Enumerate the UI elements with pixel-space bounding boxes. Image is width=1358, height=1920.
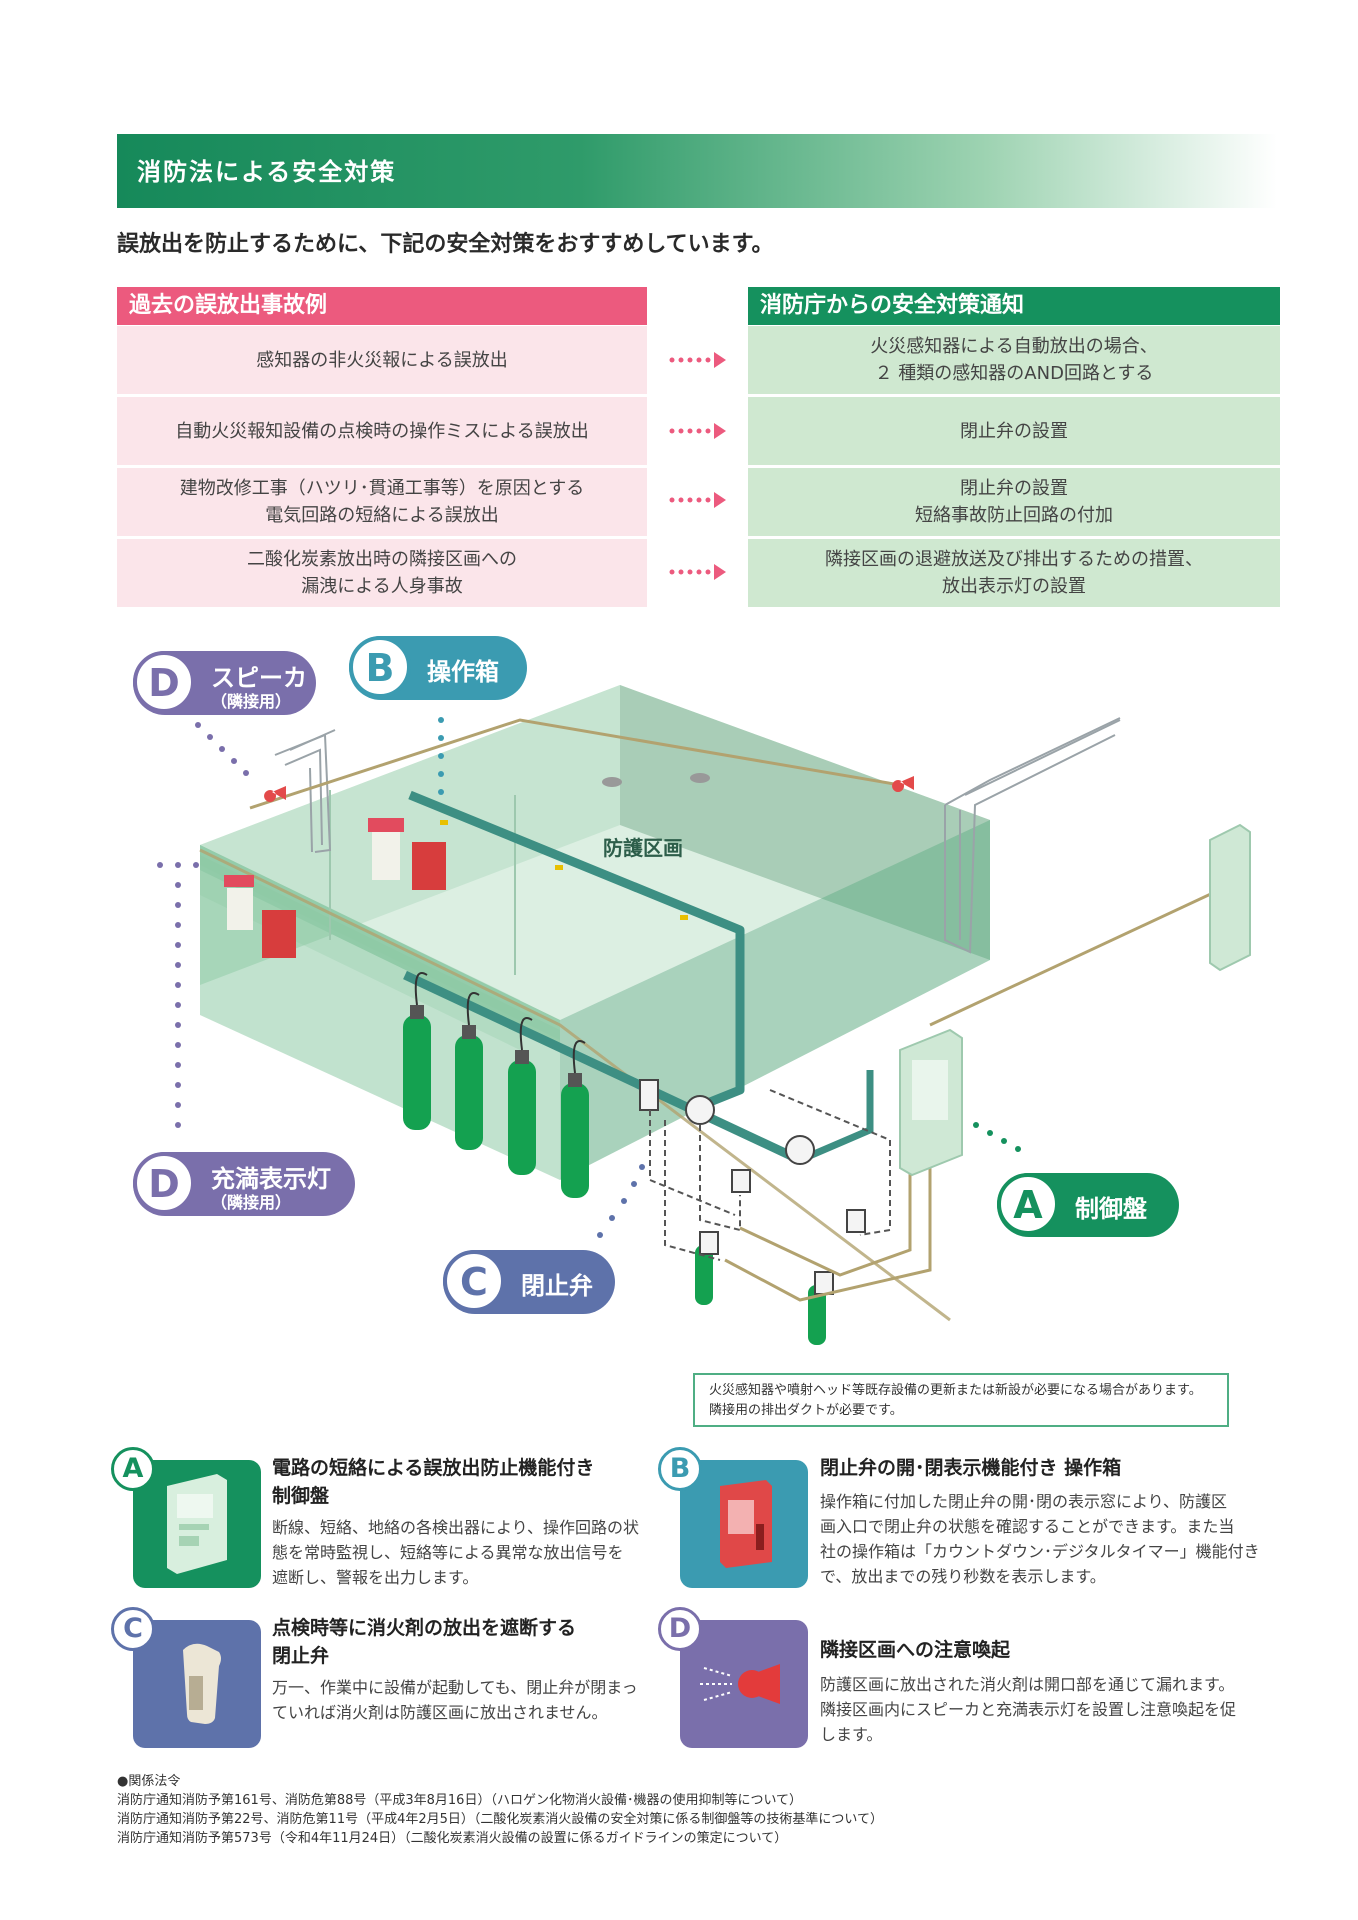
system-diagram <box>157 685 1251 1345</box>
speaker-icon <box>680 1620 808 1748</box>
control-panel-icon <box>133 1460 261 1588</box>
dotted-arrow-icon <box>669 492 726 508</box>
related-laws: ●関係法令 消防庁通知消防予第161号、消防危第88号（平成3年8月16日）（ハ… <box>117 1774 884 1846</box>
feature-letter-d: D <box>658 1607 702 1651</box>
badge-fill-indicator: D 充満表示灯 （隣接用） <box>133 1152 355 1216</box>
intro-text: 誤放出を防止するために、下記の安全対策をおすすめしています。 <box>117 232 774 257</box>
table-header-accidents: 過去の誤放出事故例 <box>117 287 647 325</box>
dotted-arrow-icon <box>669 423 726 439</box>
table-cell-measure-4: 隣接区画の退避放送及び排出するための措置、放出表示灯の設置 <box>748 539 1280 607</box>
operation-box-icon <box>412 842 446 890</box>
dotted-arrow-icon <box>669 352 726 368</box>
feature-desc-c: 万一、作業中に設備が起動しても、閉止弁が閉まっていれば消火剤は防護区画に放出され… <box>272 1678 638 1722</box>
badge-control-panel: A 制御盤 <box>997 1173 1179 1237</box>
badge-operation-box: B 操作箱 <box>349 636 527 700</box>
section-title: 消防法による安全対策 <box>137 158 397 186</box>
table-cell-accident-4: 二酸化炭素放出時の隣接区画への漏洩による人身事故 <box>117 539 647 607</box>
section-header-bar <box>117 134 1277 208</box>
badge-shutoff-valve: C 閉止弁 <box>443 1250 615 1314</box>
badge-speaker: D スピーカ （隣接用） <box>133 651 316 715</box>
feature-title-b: 閉止弁の開･閉表示機能付き 操作箱 <box>820 1457 1122 1479</box>
feature-letter-b: B <box>658 1447 702 1491</box>
selector-valve-icon <box>639 1079 659 1111</box>
feature-letter-c: C <box>111 1607 155 1651</box>
speaker-icon <box>264 786 286 802</box>
indicator-lamp-icon <box>368 818 404 832</box>
co2-cylinder-group <box>403 972 589 1198</box>
protected-area-label: 防護区画 <box>603 836 683 860</box>
feature-desc-b: 操作箱に付加した閉止弁の開･閉の表示窓により、防護区画入口で閉止弁の状態を確認す… <box>820 1492 1260 1586</box>
table-cell-measure-2: 閉止弁の設置 <box>748 397 1280 465</box>
dotted-arrow-icon <box>669 564 726 580</box>
diagram-note: 火災感知器や噴射ヘッド等既存設備の更新または新設が必要になる場合があります。 隣… <box>693 1373 1229 1427</box>
indicator-lamp-icon <box>224 875 254 887</box>
discharge-pipe <box>408 790 745 1115</box>
wall-device-right <box>1209 823 1251 972</box>
table-cell-accident-3: 建物改修工事（ハツリ･貫通工事等）を原因とする電気回路の短絡による誤放出 <box>117 468 647 536</box>
operation-box-icon <box>680 1460 808 1588</box>
feature-letter-a: A <box>111 1447 155 1491</box>
exhaust-duct-left <box>274 729 336 853</box>
operation-box-icon <box>262 910 296 958</box>
table-cell-accident-1: 感知器の非火災報による誤放出 <box>117 326 647 394</box>
feature-title-d: 隣接区画への注意喚起 <box>820 1639 1011 1661</box>
table-cell-accident-2: 自動火災報知設備の点検時の操作ミスによる誤放出 <box>117 397 647 465</box>
table-cell-measure-3: 閉止弁の設置短絡事故防止回路の付加 <box>748 468 1280 536</box>
control-panel-icon <box>899 1028 963 1177</box>
speaker-icon <box>892 776 914 792</box>
room-right-wall <box>560 820 990 1180</box>
feature-desc-d: 防護区画に放出された消火剤は開口部を通じて漏れます。隣接区画内にスピーカと充満表… <box>820 1675 1237 1744</box>
exhaust-duct-right <box>944 717 1121 954</box>
feature-title-a: 電路の短絡による誤放出防止機能付き制御盤 <box>272 1457 595 1507</box>
table-cell-measure-1: 火災感知器による自動放出の場合、２ 種類の感知器のAND回路とする <box>748 326 1280 394</box>
table-header-measures: 消防庁からの安全対策通知 <box>748 287 1280 325</box>
feature-desc-a: 断線、短絡、地絡の各検出器により、操作回路の状態を常時監視し、短絡等による異常な… <box>272 1518 640 1587</box>
shutoff-valve-icon <box>133 1620 261 1748</box>
feature-title-c: 点検時等に消火剤の放出を遮断する閉止弁 <box>272 1617 577 1667</box>
